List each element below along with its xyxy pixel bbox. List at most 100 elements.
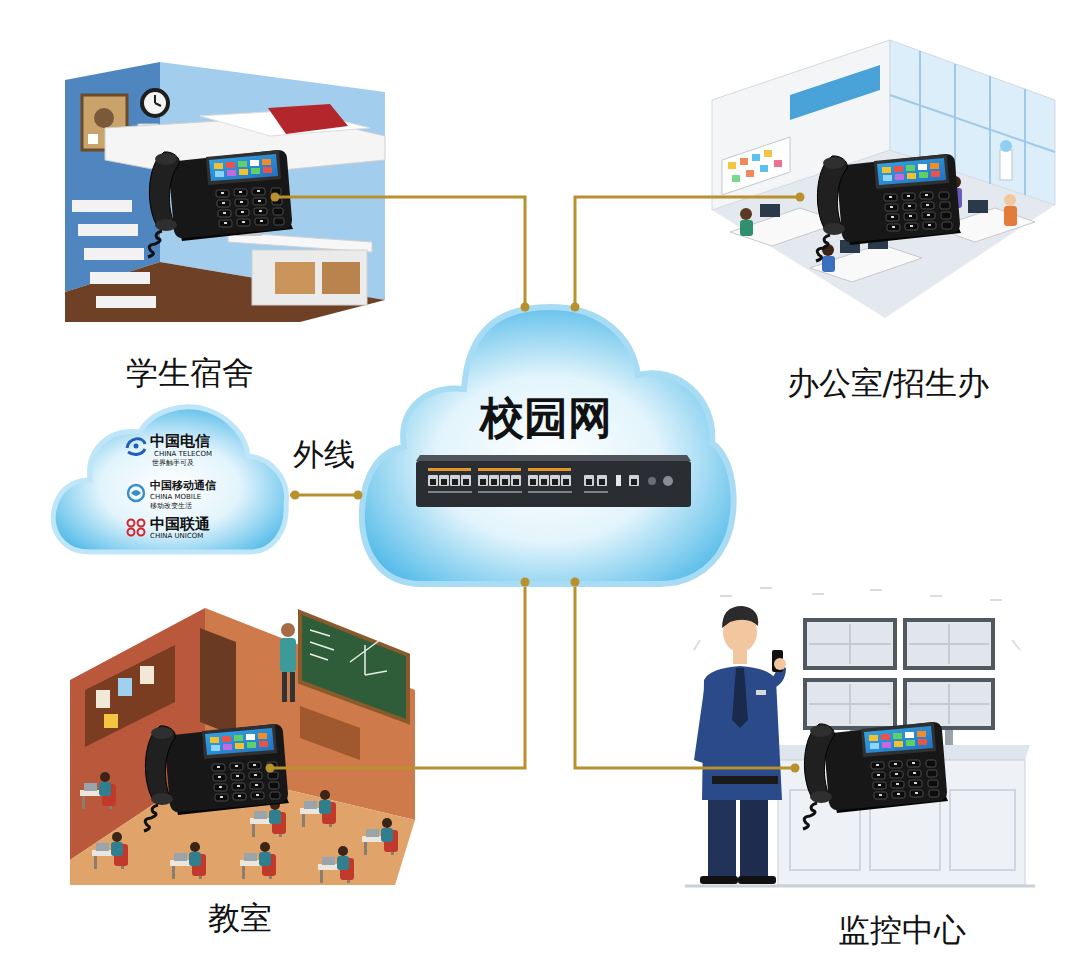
network-link — [390, 197, 525, 305]
monitoring-room-part-part — [909, 703, 989, 705]
monitoring-room-part-part — [950, 790, 1015, 870]
scene-label: 学生宿舍 — [126, 355, 254, 392]
classroom-room-part — [300, 790, 336, 827]
carrier-name: 中国移动通信 — [150, 480, 216, 492]
classroom-room-part — [92, 832, 128, 869]
office-scene: 办公室/招生办 — [700, 35, 1070, 410]
monitoring-room-part-part — [805, 680, 895, 728]
unicom-logo — [128, 520, 145, 536]
monitoring-room-part — [685, 885, 1035, 888]
dormitory-room-part — [140, 88, 170, 118]
dormitory-room-part — [275, 262, 315, 294]
dorm-phone — [148, 150, 293, 257]
carrier-name: 中国联通 — [150, 516, 210, 533]
telecom-logo — [127, 439, 145, 455]
classroom-room-part — [282, 672, 287, 702]
classroom-room-part-part — [310, 630, 334, 660]
office-room-part — [1004, 194, 1016, 206]
cloud-outline — [360, 305, 735, 585]
junction-dot-group — [266, 193, 805, 773]
monitoring-room-part-part — [694, 640, 700, 650]
junction-dot-group-part — [791, 764, 800, 773]
dormitory-room-part — [252, 250, 367, 305]
monitoring-room-part — [805, 620, 993, 728]
monitoring-phone — [803, 722, 948, 829]
office-room-part-part — [740, 158, 748, 165]
classroom-wire — [270, 767, 425, 770]
monitoring-room-part-part — [905, 680, 993, 728]
network-link — [575, 585, 680, 768]
monitoring-room-part — [738, 876, 776, 884]
scene-label: 监控中心 — [838, 912, 966, 949]
monitoring-room — [685, 588, 1035, 886]
monitoring-room-part-part — [990, 599, 1002, 601]
monitoring-room-part-part — [905, 620, 993, 668]
dormitory-room-part — [78, 224, 138, 236]
dormitory-room-part — [65, 262, 385, 322]
carrier-english: CHINA UNICOM — [150, 533, 203, 541]
office-room-part — [1000, 140, 1012, 152]
office-room-part-part — [752, 154, 760, 161]
monitoring-room-part — [708, 790, 736, 878]
office-room-part — [968, 200, 988, 213]
office-phone — [816, 154, 961, 261]
classroom-room-part — [118, 678, 132, 696]
classroom-room-part — [280, 638, 296, 672]
office-room-part — [822, 256, 835, 272]
dormitory-room-part — [84, 248, 144, 260]
cloud-title: 校园网 — [480, 393, 612, 444]
classroom-room-part — [96, 690, 110, 708]
classroom-room-part — [80, 772, 116, 809]
monitoring-wire — [680, 767, 795, 770]
monitoring-room-part — [700, 876, 738, 884]
office-room-part-part — [732, 175, 740, 182]
classroom-room-part — [104, 714, 118, 728]
office-room-part — [722, 137, 790, 195]
cloud-shape — [53, 407, 286, 552]
scene-label: 教室 — [208, 900, 272, 937]
scene-label: 办公室/招生办 — [787, 365, 990, 402]
monitoring-room-part-part — [809, 703, 891, 705]
office-room-part-part — [890, 95, 1055, 152]
classroom-room-part — [300, 612, 408, 722]
office-room-part — [728, 150, 782, 182]
office-room — [712, 40, 1055, 318]
classroom-room-part — [300, 706, 360, 760]
classroom-room-part — [362, 818, 398, 855]
classroom-phone — [144, 724, 289, 831]
mobile-logo — [128, 485, 144, 501]
monitoring-room-part — [732, 668, 748, 728]
office-room-part — [810, 244, 922, 282]
dormitory-room-part — [96, 296, 156, 308]
dormitory-room-part — [90, 272, 150, 284]
campus-network-cloud: 校园网 — [360, 305, 735, 585]
monitoring-scene: 监控中心 — [680, 580, 1065, 965]
network-switch — [416, 455, 691, 507]
monitoring-room-part — [809, 624, 989, 724]
carrier-slogan: 世界触手可及 — [152, 460, 194, 468]
office-room-part — [760, 204, 780, 217]
monitoring-room-part-part — [805, 620, 895, 668]
carrier-english: CHINA MOBILE — [150, 494, 201, 502]
office-room-part-part — [774, 160, 782, 167]
cloud-shape — [362, 307, 734, 584]
office-room-part-part — [728, 162, 736, 169]
monitoring-room-part — [774, 658, 786, 670]
carrier-cloud: 中国电信CHINA TELECOM世界触手可及中国移动通信CHINA MOBIL… — [50, 400, 290, 555]
monitoring-room-part — [740, 790, 768, 878]
classroom-room-part-part — [350, 640, 387, 675]
office-room-part-part — [746, 170, 754, 177]
monitoring-room-part — [712, 776, 778, 784]
dormitory-scene: 学生宿舍 — [60, 55, 390, 400]
dormitory-room-part — [94, 108, 114, 128]
network-link — [425, 585, 525, 768]
monitoring-room-part-part — [812, 593, 824, 595]
dormitory-room-part — [144, 92, 166, 114]
network-link — [290, 494, 360, 497]
classroom-scene: 教室 — [60, 600, 425, 950]
monitoring-room-part-part — [720, 595, 732, 597]
dormitory-room-part — [268, 104, 348, 134]
monitoring-room-part — [733, 650, 747, 664]
classroom-room-part — [290, 672, 295, 702]
